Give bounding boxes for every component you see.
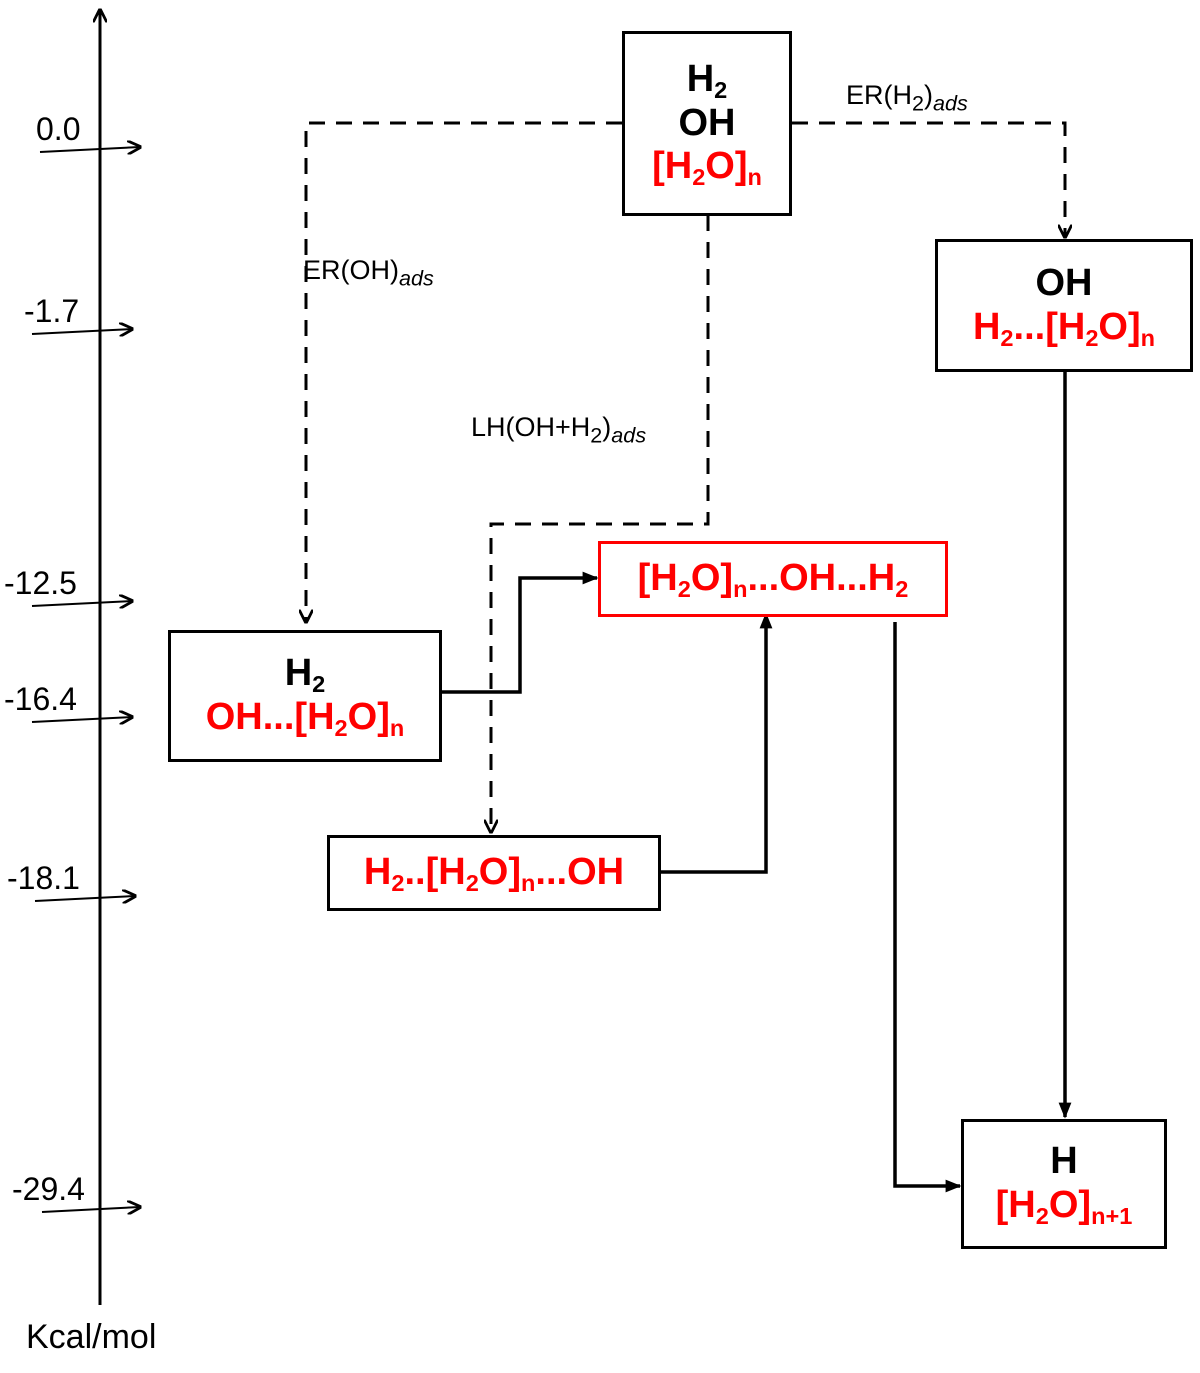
reactants-oh: OH xyxy=(678,101,736,144)
path-lh-line xyxy=(491,215,710,832)
tick-arrow-2 xyxy=(31,601,132,606)
product-h: H xyxy=(1050,1140,1078,1183)
h2-oh-adsorbed-cluster: OH...[H2O]n xyxy=(205,696,405,742)
oh-h2-adsorbed-cluster: H2...[H2O]n xyxy=(972,305,1156,351)
tick-arrow-3 xyxy=(31,717,132,722)
oh-h2-adsorbed-box: OH H2...[H2O]n xyxy=(935,239,1193,372)
tick-label-3: -16.4 xyxy=(4,681,77,717)
product-box: H [H2O]n+1 xyxy=(961,1119,1167,1249)
path-mixed-to-complex xyxy=(660,612,773,874)
oh-h2-adsorbed-oh: OH xyxy=(1035,261,1093,304)
tick-label-2: -12.5 xyxy=(4,565,77,601)
tick-arrow-1 xyxy=(31,329,132,334)
path-er-oh-line xyxy=(306,121,622,622)
product-cluster: [H2O]n+1 xyxy=(995,1184,1133,1230)
tick-label-0: 0.0 xyxy=(36,111,81,147)
path-h2-to-complex xyxy=(441,571,599,694)
complex-box: [H2O]n...OH...H2 xyxy=(598,541,948,617)
reactants-h2: H2 xyxy=(686,57,728,104)
tick-label-4: -18.1 xyxy=(7,860,80,896)
h2-oh-adsorbed-box: H2 OH...[H2O]n xyxy=(168,630,442,762)
axis-unit-label: Kcal/mol xyxy=(26,1318,157,1356)
tick-label-5: -29.4 xyxy=(12,1171,85,1207)
tick-arrow-5 xyxy=(41,1207,140,1212)
tick-arrow-0 xyxy=(39,147,140,152)
complex-formula: [H2O]n...OH...H2 xyxy=(637,557,909,603)
path-er-h2-line xyxy=(792,121,1065,237)
label-er-h2: ER(H2)ads xyxy=(846,80,968,116)
label-lh: LH(OH+H2)ads xyxy=(471,412,647,448)
mixed-adsorbed-box: H2..[H2O]n...OH xyxy=(327,835,661,911)
tick-label-1: -1.7 xyxy=(24,293,80,329)
h2-oh-adsorbed-h2: H2 xyxy=(284,652,326,698)
reactants-box: H2 OH [H2O]n xyxy=(622,31,792,216)
reactants-water-cluster: [H2O]n xyxy=(652,145,762,191)
tick-arrow-4 xyxy=(34,896,135,901)
label-er-oh: ER(OH)ads xyxy=(303,255,434,291)
path-complex-to-product xyxy=(893,622,962,1193)
mixed-adsorbed-formula: H2..[H2O]n...OH xyxy=(363,851,625,897)
